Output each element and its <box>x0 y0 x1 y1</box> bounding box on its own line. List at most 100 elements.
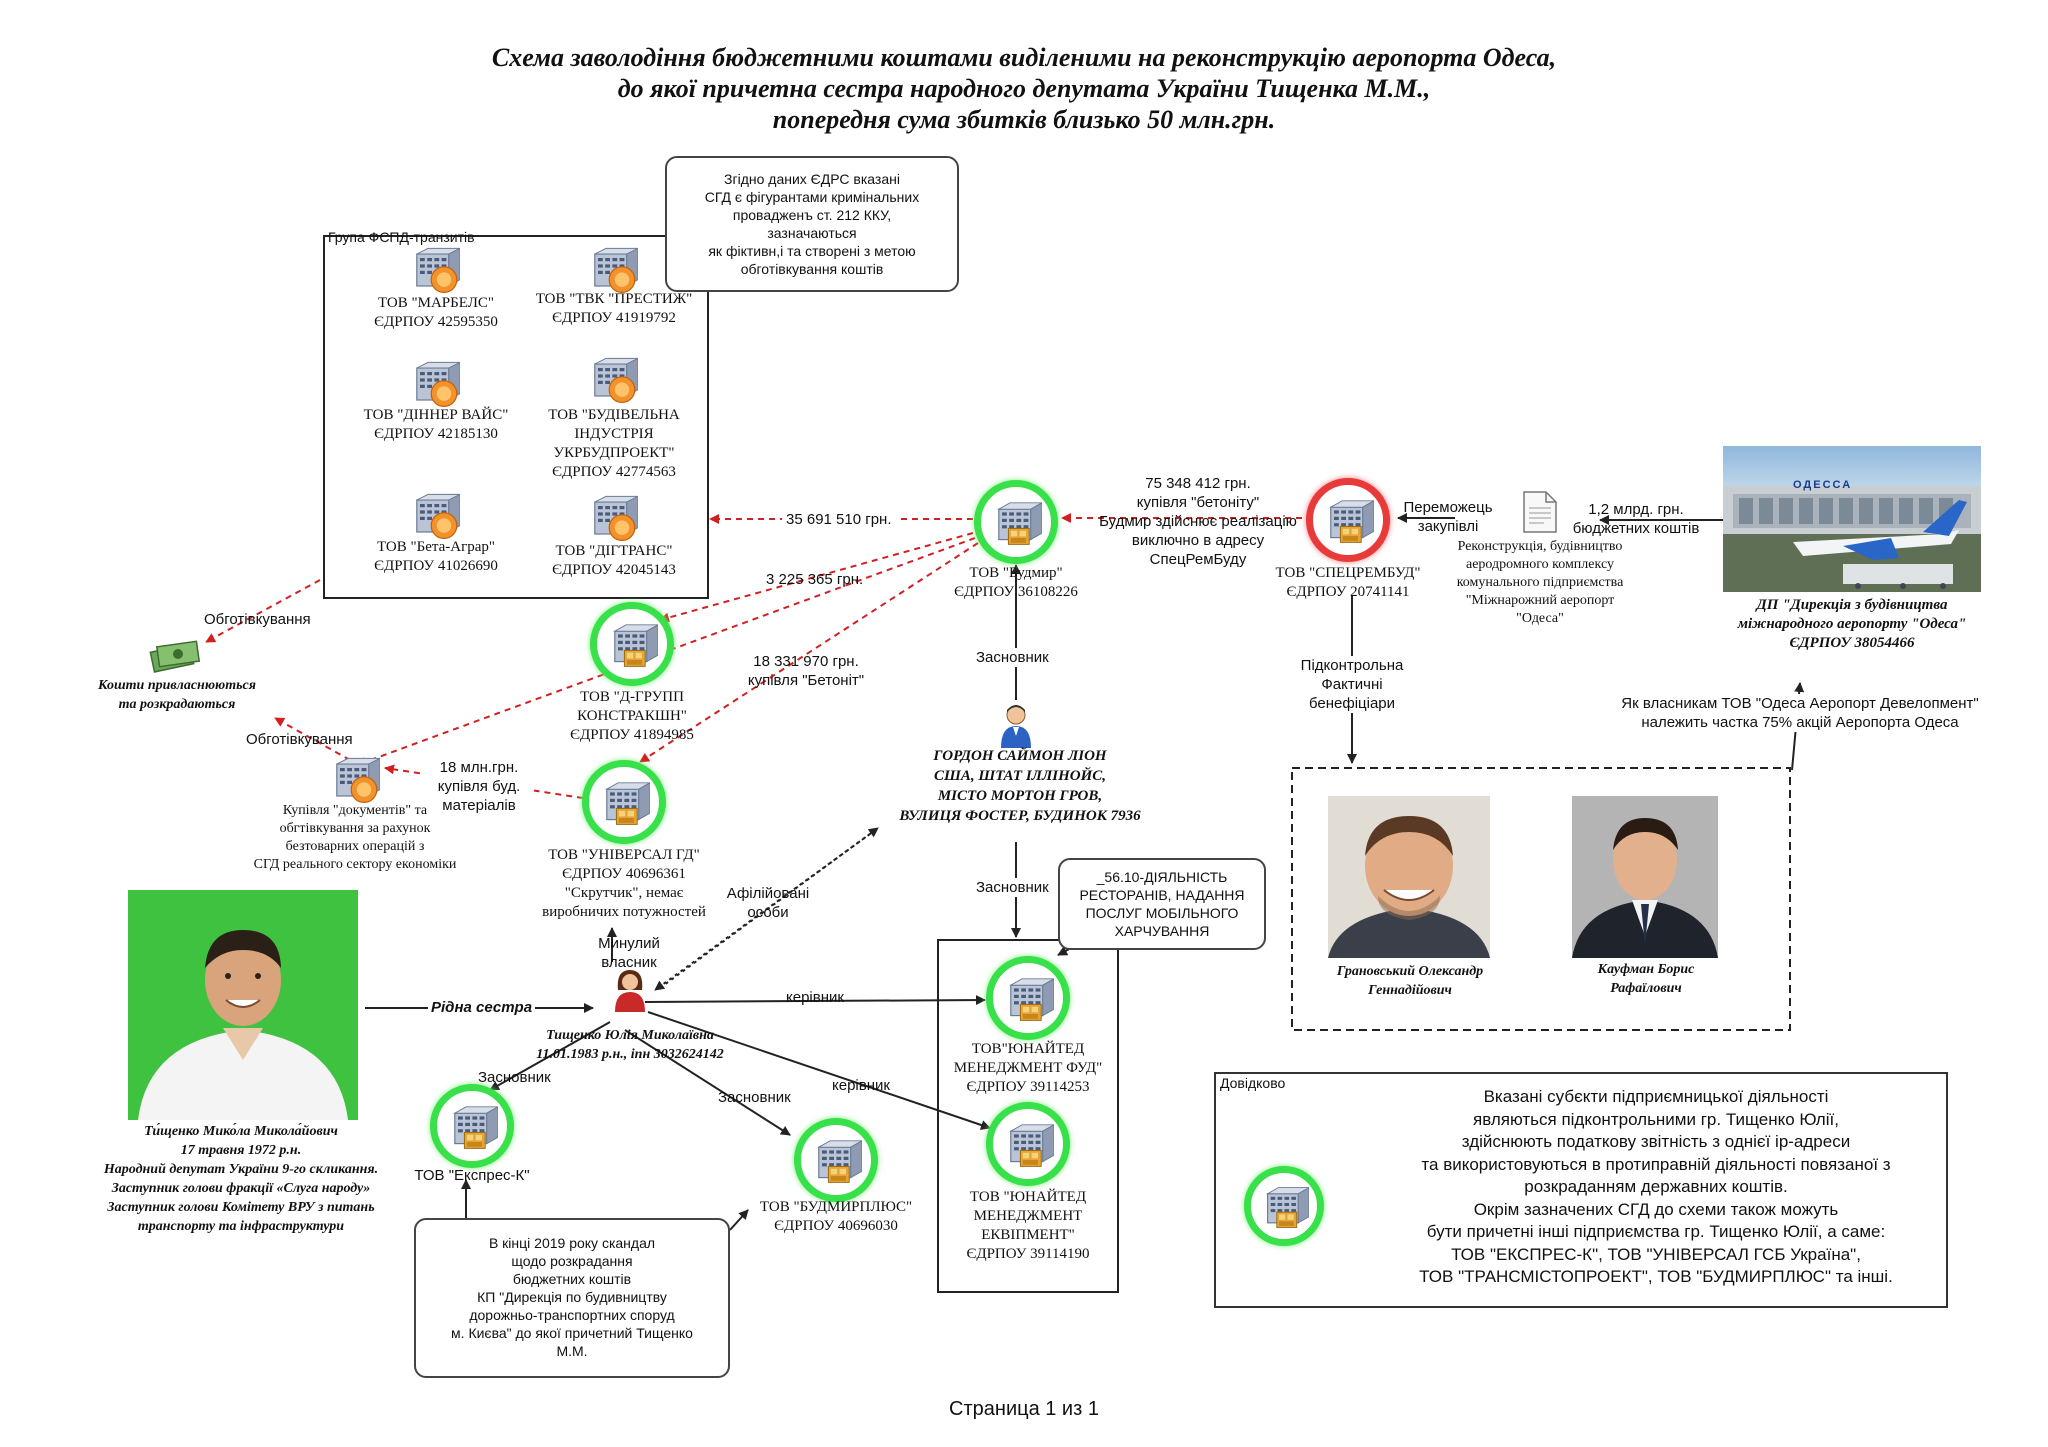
company-name: МЕНЕДЖМЕНТ <box>938 1207 1118 1226</box>
airport-code: ЄДРПОУ 38054466 <box>1702 634 2002 653</box>
specrembud-node[interactable] <box>1306 478 1390 562</box>
note-line: _56.10-ДІЯЛЬНІСТЬ <box>1060 868 1264 886</box>
person-details: 17 травня 1972 р.н. <box>76 1141 406 1160</box>
note-line: бюджетних коштів <box>416 1270 728 1288</box>
company-code: ЄДРПОУ 42185130 <box>346 425 526 444</box>
flow-purpose: купівля "бетоніту" <box>1098 493 1298 512</box>
flow-text: закупівлі <box>1398 517 1498 536</box>
reference-text: Вказані субєкти підприємницької діяльнос… <box>1396 1086 1916 1289</box>
reference-line: та використовуються в протиправній діяль… <box>1396 1154 1916 1177</box>
title-line-2: до якої причетна сестра народного депута… <box>0 73 2048 104</box>
flow-text: Підконтрольна <box>1292 656 1412 675</box>
kaufman-portrait <box>1572 796 1718 958</box>
reference-node-icon <box>1244 1166 1324 1246</box>
airport-name: міжнародного аеропорту "Одеса" <box>1702 615 2002 634</box>
yulia-caption: Тищенко Юлія Миколаївна 11.01.1983 р.н.,… <box>510 1026 750 1064</box>
specrembud-caption: ТОВ "СПЕЦРЕМБУД" ЄДРПОУ 20741141 <box>1258 564 1438 602</box>
flow-purpose: купівля буд. <box>424 777 534 796</box>
company-name: ТОВ "Д-ГРУПП <box>542 688 722 707</box>
controlled-label: Підконтрольна Фактичні бенефіціари <box>1292 656 1412 713</box>
founder-label-united: Засновник <box>973 878 1052 897</box>
airport-sign: ОДЕССА <box>1793 476 1852 495</box>
tender-line: "Одеса" <box>1430 610 1650 628</box>
note-edrs: Згідно даних ЄДРС вказані СГД є фігурант… <box>665 156 959 292</box>
company-code: ЄДРПОУ 41026690 <box>346 557 526 576</box>
person-name: Рафаїлович <box>1546 979 1746 998</box>
document-icon <box>1522 490 1558 534</box>
flow-text: Афілійовані <box>718 884 818 903</box>
gordon-caption: ГОРДОН САЙМОН ЛІОН США, ШТАТ ІЛЛІНОЙС, М… <box>880 746 1160 826</box>
company-name: ТОВ "МАРБЕЛС" <box>346 294 526 313</box>
budmyr-caption: ТОВ "Будмир" ЄДРПОУ 36108226 <box>926 564 1106 602</box>
company-name: ТОВ "ДІННЕР ВАЙС" <box>346 406 526 425</box>
page-footer: Страница 1 из 1 <box>0 1400 2048 1419</box>
person-name: Геннадійович <box>1300 981 1520 1000</box>
fspd-item-digtrans: ТОВ "ДІГТРАНС" ЄДРПОУ 42045143 <box>524 542 704 580</box>
fspd-company-icon <box>412 246 460 294</box>
company-code: ЄДРПОУ 42774563 <box>524 463 704 482</box>
budmyrplus-node[interactable] <box>794 1118 878 1202</box>
note-line: КП "Дирекція по будивництву <box>416 1288 728 1306</box>
building-icon <box>610 620 658 668</box>
fspd-company-icon <box>590 246 638 294</box>
express-k-caption: ТОВ "Експрес-К" <box>402 1166 542 1185</box>
affiliated-label: Афілійовані особи <box>718 884 818 922</box>
company-name: КОНСТРАКШН" <box>542 707 722 726</box>
universal-node[interactable] <box>582 760 666 844</box>
company-code: ЄДРПОУ 40696030 <box>746 1217 926 1236</box>
person-details: Заступник голови Комітету ВРУ з питань <box>76 1198 406 1217</box>
flow-purpose: Будмир здійснює реалізацію <box>1098 512 1298 531</box>
dgrup-node[interactable] <box>590 602 674 686</box>
flow-label-fspd: 35 691 510 грн. <box>782 510 896 529</box>
company-name: ТОВ"ЮНАЙТЕД <box>938 1040 1118 1059</box>
universal-caption: ТОВ "УНІВЕРСАЛ ГД" ЄДРПОУ 40696361 "Скру… <box>524 846 724 922</box>
note-line: В кінці 2019 року скандал <box>416 1234 728 1252</box>
flow-label-cash2: Обготівкування <box>246 730 353 749</box>
flow-text: Фактичні <box>1292 675 1412 694</box>
reference-line: Окрім зазначених СГД до схеми також можу… <box>1396 1199 1916 1222</box>
fspd-item-beta-agrar: ТОВ "Бета-Аграр" ЄДРПОУ 41026690 <box>346 538 526 576</box>
note-line: ХАРЧУВАННЯ <box>1060 922 1264 940</box>
building-icon <box>994 498 1042 546</box>
founder-label-express: Засновник <box>478 1068 551 1087</box>
kaufman-caption: Кауфман Борис Рафаїлович <box>1546 960 1746 998</box>
tender-line: аеродромного комплексу <box>1430 556 1650 574</box>
reference-line: бути причетні інші підприємства гр. Тище… <box>1396 1221 1916 1244</box>
reference-label: Довідково <box>1220 1074 1285 1093</box>
note-line: Згідно даних ЄДРС вказані <box>667 170 957 188</box>
company-code: ЄДРПОУ 39114190 <box>938 1245 1118 1264</box>
hranovskyi-caption: Грановський Олександр Геннадійович <box>1300 962 1520 1000</box>
founder-label-budmyrplus: Засновник <box>718 1088 791 1107</box>
airport-caption: ДП "Дирекція з будівництва міжнародного … <box>1702 596 2002 653</box>
manager-label-equip: керівник <box>832 1076 890 1095</box>
express-k-node[interactable] <box>430 1084 514 1168</box>
united-equip-node[interactable] <box>986 1102 1070 1186</box>
airport-photo: ОДЕССА <box>1723 446 1981 592</box>
kaufman-photo <box>1572 796 1718 958</box>
building-icon <box>1263 1183 1309 1229</box>
note-line: провадженъ ст. 212 ККУ, <box>667 206 957 224</box>
title-line-1: Схема заволодіння бюджетними коштами вид… <box>0 42 2048 73</box>
flow-label-winner: Переможець закупівлі <box>1398 498 1498 536</box>
hranovskyi-photo <box>1328 796 1490 958</box>
diagram-title: Схема заволодіння бюджетними коштами вид… <box>0 42 2048 135</box>
fspd-item-prestyzh: ТОВ "ТВК "ПРЕСТИЖ" ЄДРПОУ 41919792 <box>524 290 704 328</box>
airport-name: ДП "Дирекція з будівництва <box>1702 596 2002 615</box>
fspd-item-ukrbudproekt: ТОВ "БУДІВЕЛЬНА ІНДУСТРІЯ УКРБУДПРОЕКТ" … <box>524 406 704 482</box>
flow-label-cash1: Обготівкування <box>204 610 311 629</box>
budmyr-node[interactable] <box>974 480 1058 564</box>
note-line: зазначаються <box>667 224 957 242</box>
mykola-portrait <box>128 890 358 1120</box>
company-code: ЄДРПОУ 39114253 <box>938 1078 1118 1097</box>
person-details: Заступник голови фракції «Слуга народу» <box>76 1179 406 1198</box>
united-food-node[interactable] <box>986 956 1070 1040</box>
note-line: дорожньо-транспортних споруд <box>416 1306 728 1324</box>
reference-line: здійснюють податкову звітність з однієї … <box>1396 1131 1916 1154</box>
manager-label-food: керівник <box>786 988 844 1007</box>
person-name: Ти́щенко Мико́ла Микола́йович <box>76 1122 406 1141</box>
flow-purpose: виключно в адресу <box>1098 531 1298 550</box>
reference-line: Вказані субєкти підприємницької діяльнос… <box>1396 1086 1916 1109</box>
flow-amount: 1,2 млрд. грн. <box>1566 500 1706 519</box>
docs-line: СГД реального сектору економіки <box>230 856 480 874</box>
docs-line: обгтівкування за рахунок <box>230 820 480 838</box>
